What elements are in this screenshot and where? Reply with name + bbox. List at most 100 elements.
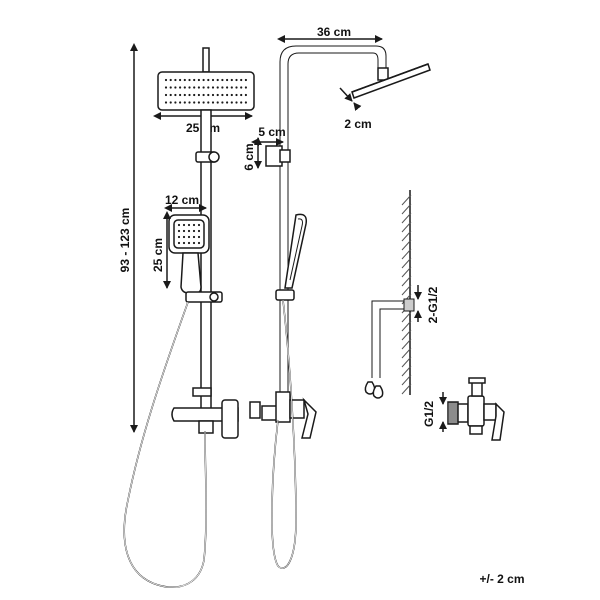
hand-shower-nozzle bbox=[182, 223, 186, 227]
head-thickness-label: 2 cm bbox=[344, 117, 371, 131]
wall-hatch-line bbox=[401, 212, 412, 224]
valve-detail: G1/2 bbox=[422, 377, 505, 441]
hand-shower-nozzle bbox=[177, 235, 181, 239]
wall-hatch-line bbox=[401, 356, 412, 368]
hand-shower-nozzle bbox=[182, 241, 186, 245]
nozzle-dot bbox=[188, 78, 191, 82]
nozzle-dot bbox=[164, 86, 168, 89]
bracket-depth-dimension: 5 cm bbox=[251, 125, 286, 146]
wall-hatch-line bbox=[401, 221, 412, 233]
wall-hatch-line bbox=[401, 257, 412, 269]
hand-shower-nozzle bbox=[182, 229, 186, 233]
nozzle-dot bbox=[230, 93, 233, 97]
bracket-depth-label: 5 cm bbox=[258, 125, 285, 139]
total-height-label: 93 - 123 cm bbox=[118, 208, 132, 273]
hand-shower-height-dimension: 25 cm bbox=[151, 211, 171, 289]
wall-hatch-line bbox=[401, 275, 412, 287]
nozzle-dot bbox=[193, 101, 196, 104]
hand-shower-nozzle bbox=[192, 223, 196, 227]
wall-hatch-line bbox=[401, 230, 412, 242]
nozzle-dot bbox=[197, 93, 200, 97]
hand-shower-nozzle bbox=[187, 241, 191, 245]
nozzle-dot bbox=[164, 93, 168, 97]
rain-head-front bbox=[157, 71, 255, 111]
nozzle-dot bbox=[216, 93, 219, 97]
nozzle-dot bbox=[211, 86, 215, 89]
nozzle-dot bbox=[230, 78, 233, 82]
nozzle-dot bbox=[174, 78, 177, 82]
nozzle-dot bbox=[235, 78, 238, 82]
nozzle-dot bbox=[202, 78, 205, 82]
nozzle-dot bbox=[183, 86, 186, 89]
nozzle-dot bbox=[183, 93, 186, 97]
hand-shower-nozzle bbox=[187, 235, 191, 239]
nozzle-dot bbox=[183, 78, 186, 82]
nozzle-dot bbox=[216, 86, 219, 89]
nozzle-dot bbox=[193, 93, 196, 97]
bracket-height-dimension: 6 cm bbox=[242, 137, 262, 171]
nozzle-dot bbox=[216, 101, 219, 104]
nozzle-dot bbox=[174, 86, 177, 89]
nozzle-dot bbox=[230, 86, 233, 89]
nozzle-dot bbox=[244, 78, 247, 82]
hand-shower-nozzle bbox=[192, 229, 196, 233]
nozzle-dot bbox=[221, 78, 224, 82]
wall-connection-detail: 2-G1/2 bbox=[364, 190, 440, 399]
nozzle-dot bbox=[169, 101, 172, 104]
nozzle-dot bbox=[174, 101, 177, 104]
nozzle-dot bbox=[226, 101, 229, 104]
nozzle-dot bbox=[164, 101, 168, 104]
front-view: 93 - 123 cm 25 cm 12 cm bbox=[118, 43, 255, 588]
nozzle-dot bbox=[179, 93, 182, 97]
nozzle-dot bbox=[240, 86, 243, 89]
nozzle-dot bbox=[221, 101, 224, 104]
nozzle-dot bbox=[221, 86, 224, 89]
hand-shower-height-label: 25 cm bbox=[151, 238, 165, 272]
wall-hatch-line bbox=[401, 383, 412, 395]
bracket-height-label: 6 cm bbox=[242, 143, 256, 170]
nozzle-dot bbox=[211, 78, 215, 82]
hand-shower-nozzle bbox=[197, 241, 201, 245]
nozzle-dot bbox=[216, 78, 219, 82]
wall-hatch-line bbox=[401, 239, 412, 251]
nozzle-dot bbox=[235, 101, 238, 104]
tolerance-label: +/- 2 cm bbox=[479, 572, 524, 586]
nozzle-dot bbox=[226, 86, 229, 89]
thread-wall-label: 2-G1/2 bbox=[426, 286, 440, 323]
hose-side bbox=[271, 299, 297, 569]
nozzle-dot bbox=[169, 86, 172, 89]
thread-valve-label: G1/2 bbox=[422, 401, 436, 427]
hand-shower-nozzle bbox=[192, 241, 196, 245]
nozzle-dot bbox=[197, 86, 200, 89]
hand-shower-nozzle bbox=[197, 229, 201, 233]
nozzle-dot bbox=[202, 93, 205, 97]
mixer-side bbox=[249, 391, 317, 439]
wall-hatch-line bbox=[401, 203, 412, 215]
wall-hatch-line bbox=[401, 365, 412, 377]
rain-head-side bbox=[351, 63, 431, 99]
hand-shower-width-label: 12 cm bbox=[165, 193, 199, 207]
nozzle-dot bbox=[235, 93, 238, 97]
nozzle-dot bbox=[197, 78, 200, 82]
nozzle-dot bbox=[193, 86, 196, 89]
mixer-front bbox=[171, 387, 239, 439]
nozzle-dot bbox=[197, 101, 200, 104]
nozzle-dot bbox=[164, 78, 168, 82]
nozzle-dot bbox=[244, 86, 247, 89]
nozzle-dot bbox=[207, 93, 210, 97]
wall-hatch-line bbox=[401, 338, 412, 350]
nozzle-dot bbox=[207, 101, 210, 104]
arm-length-dimension: 36 cm bbox=[277, 25, 383, 43]
wall-hatch-line bbox=[401, 347, 412, 359]
hand-shower-nozzle bbox=[187, 229, 191, 233]
nozzle-dot bbox=[183, 101, 186, 104]
nozzle-dot bbox=[179, 78, 182, 82]
nozzle-dot bbox=[211, 93, 215, 97]
hose-front bbox=[123, 301, 207, 588]
nozzle-dot bbox=[202, 86, 205, 89]
nozzle-dot bbox=[240, 78, 243, 82]
hand-shower-nozzle bbox=[177, 223, 181, 227]
nozzle-dot bbox=[188, 86, 191, 89]
wall-hatch-line bbox=[401, 320, 412, 332]
